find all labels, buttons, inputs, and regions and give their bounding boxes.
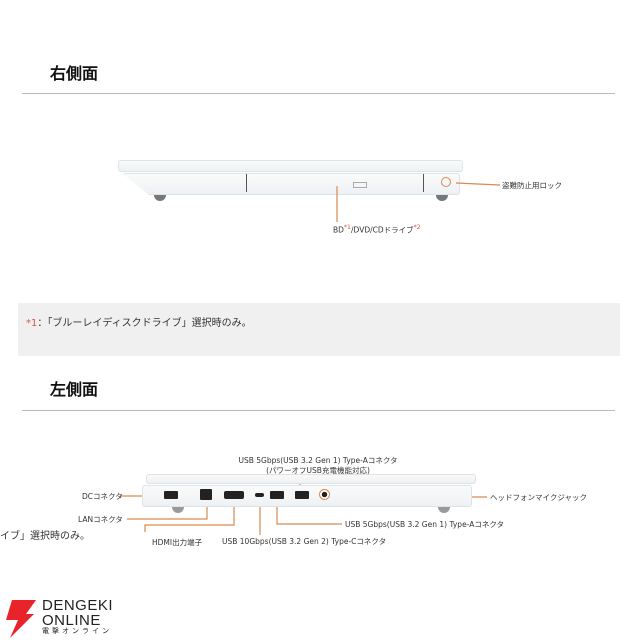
- lightning-icon: [6, 600, 36, 638]
- footnote-mark-1: *1: [343, 224, 352, 231]
- right-side-laptop-image: [118, 160, 468, 205]
- logo-line1: DENGEKI: [42, 597, 114, 614]
- note-mark: *1: [26, 318, 38, 329]
- usb-c-label: USB 10Gbps(USB 3.2 Gen 2) Type-Cコネクタ: [222, 537, 387, 546]
- lan-label: LANコネクタ: [78, 515, 123, 524]
- left-side-laptop-image: [142, 474, 478, 514]
- headphone-label: ヘッドフォンマイクジャック: [490, 493, 587, 502]
- overflow-text: イブ」選択時のみ。: [0, 531, 90, 542]
- logo-line3: 電撃オンライン: [42, 628, 112, 635]
- usb-a-top-label: USB 5Gbps(USB 3.2 Gen 1) Type-Aコネクタ: [238, 456, 398, 465]
- note-text: ：「ブルーレイディスクドライブ」選択時のみ。: [37, 318, 252, 329]
- divider: [22, 93, 615, 94]
- drive-label: /DVD/CDドライブ: [351, 225, 414, 235]
- divider: [22, 410, 615, 411]
- footnote-mark-2: *2: [413, 224, 421, 231]
- hdmi-label: HDMI出力端子: [152, 538, 203, 547]
- footnote-box: *1：「ブルーレイディスクドライブ」選択時のみ。: [18, 303, 620, 356]
- right-side-heading: 右側面: [50, 64, 99, 83]
- dc-label: DCコネクタ: [82, 492, 123, 501]
- usb-a-bottom-label: USB 5Gbps(USB 3.2 Gen 1) Type-Aコネクタ: [345, 520, 505, 529]
- usb-a-top-sublabel: (パワーオフUSB充電機能対応): [266, 466, 370, 475]
- drive-label-bd: BD: [333, 225, 344, 235]
- logo-line2: ONLINE: [42, 612, 101, 629]
- dengeki-online-logo: DENGEKI ONLINE 電撃オンライン: [4, 598, 134, 640]
- left-side-heading: 左側面: [50, 380, 99, 399]
- lock-label: 盗難防止用ロック: [502, 181, 562, 190]
